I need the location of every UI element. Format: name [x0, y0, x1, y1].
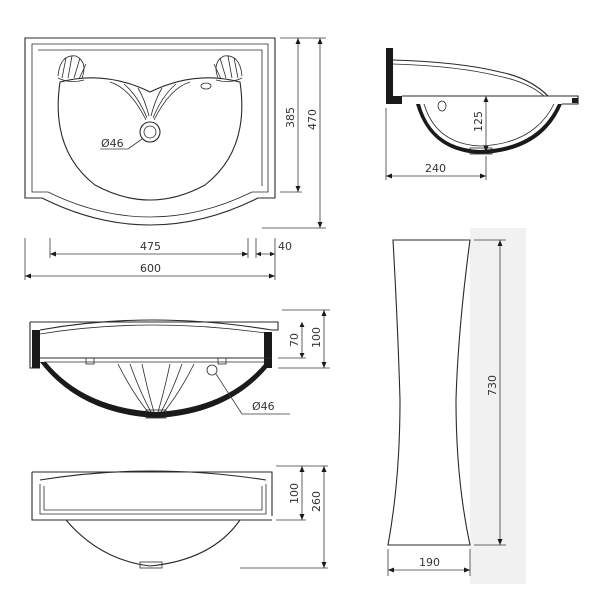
front-drain-label: Ø46 — [252, 400, 275, 413]
top-depth-outer-label: 470 — [306, 109, 319, 130]
shell-ornament-left — [57, 55, 87, 82]
front-section-view — [29, 319, 279, 419]
pedestal-shadow — [470, 228, 526, 584]
back-view-dims: 100 260 — [240, 465, 328, 569]
center-fan-ornament — [109, 81, 191, 121]
top-depth-inner-label: 385 — [284, 107, 297, 128]
top-view-depth-dims: 385 470 — [262, 37, 326, 229]
pedestal-view: 730 190 — [387, 228, 526, 584]
front-fan-ornament — [117, 363, 195, 413]
tap-hole — [200, 82, 212, 90]
pedestal-width-label: 190 — [419, 556, 440, 569]
back-height-outer-label: 260 — [310, 491, 323, 512]
back-view — [31, 470, 273, 569]
top-width-side-label: 40 — [278, 240, 292, 253]
top-view: Ø46 — [24, 37, 276, 226]
top-width-total-label: 600 — [140, 262, 161, 275]
drain-inner — [143, 125, 157, 139]
side-depth-label: 240 — [425, 162, 446, 175]
side-section-view — [386, 48, 579, 155]
front-height-inner-label: 70 — [288, 333, 301, 347]
front-section-dims: 70 100 Ø46 — [215, 309, 330, 415]
side-height-label: 125 — [472, 111, 485, 132]
pedestal-height-label: 730 — [486, 375, 499, 396]
top-width-inner-label: 475 — [140, 240, 161, 253]
pedestal-outline — [387, 239, 471, 546]
shell-ornament-right — [213, 55, 243, 82]
top-drain-label: Ø46 — [101, 137, 124, 150]
side-section-dims: 125 240 — [385, 96, 489, 180]
top-view-width-dims: 475 40 600 — [24, 238, 292, 280]
back-height-inner-label: 100 — [288, 483, 301, 504]
front-height-outer-label: 100 — [310, 327, 323, 348]
drain-outer — [139, 121, 161, 143]
